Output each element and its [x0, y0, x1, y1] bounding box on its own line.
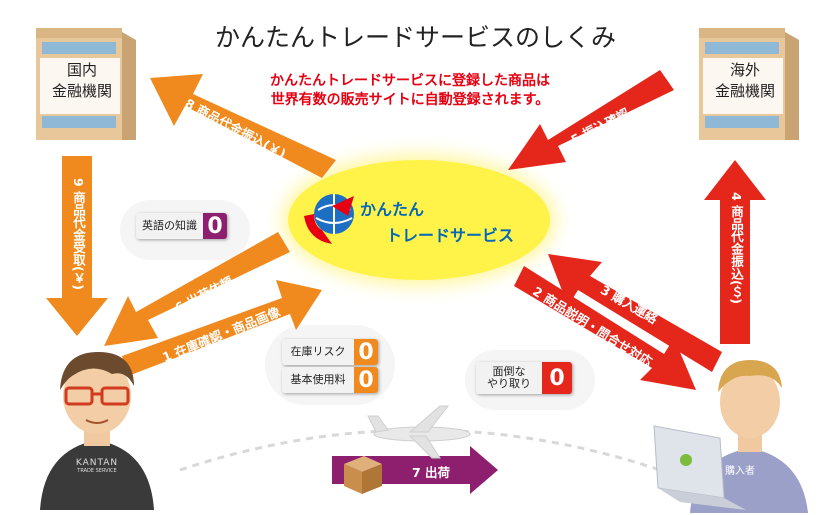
seller-person: [40, 352, 154, 510]
badge-troublesome-exchange: 面倒な やり取り 0: [476, 362, 572, 394]
overseas-bank: 海外 金融機関: [685, 22, 801, 140]
arrow-4-shape: [704, 160, 766, 344]
badge-troublesome-label-1: 面倒な: [492, 365, 526, 378]
arrow-8-shape: [150, 74, 336, 178]
building-icon: [699, 28, 799, 140]
arrow-1-shape: [122, 280, 322, 376]
arrow-7-label: 7 出荷: [412, 465, 451, 480]
seller-shirt-text: KANTAN TRADE SERVICE: [57, 458, 137, 474]
badge-basic-fee: 基本使用料 0: [282, 367, 378, 393]
buyer-shirt-text: 購入者: [725, 466, 755, 477]
airplane-icon: [367, 405, 471, 459]
building-icon: [36, 28, 136, 140]
arrow-5-shape: [508, 70, 674, 170]
buyer-person: [653, 360, 808, 513]
notice-line-2: 世界有数の販売サイトに自動登録されます。: [270, 92, 550, 108]
overseas-bank-label: 海外 金融機関: [695, 60, 795, 102]
badge-english-knowledge: 英語の知識 0: [136, 213, 227, 239]
overseas-bank-line-2: 金融機関: [714, 82, 775, 100]
globe-logo-icon: [304, 194, 354, 244]
logo-text-trade-service: トレードサービス: [386, 226, 515, 245]
arrow-6-shape: [104, 232, 290, 346]
arrow-2-shape: [514, 266, 696, 390]
arrow-9-shape: [46, 156, 108, 336]
arrow-3-shape: [548, 254, 722, 372]
domestic-bank-line-1: 国内: [66, 61, 97, 79]
domestic-bank-line-2: 金融機関: [51, 82, 112, 100]
logo-text-kantan: かんたん: [360, 200, 425, 219]
package-icon: [344, 456, 382, 494]
page-title: かんたんトレードサービスのしくみ: [214, 23, 616, 52]
badge-basic-fee-value: 0: [354, 367, 378, 393]
domestic-bank-label: 国内 金融機関: [32, 60, 132, 102]
registration-notice: かんたんトレードサービスに登録した商品は 世界有数の販売サイトに自動登録されます…: [200, 72, 620, 110]
badge-english-value: 0: [203, 213, 227, 239]
arrow-9-label: 9 商品代金受取(￥): [71, 178, 86, 290]
seller-shirt-line-2: TRADE SERVICE: [77, 468, 117, 474]
badge-basic-fee-label: 基本使用料: [282, 367, 354, 393]
domestic-bank: 国内 金融機関: [22, 22, 138, 140]
overseas-bank-line-1: 海外: [729, 61, 760, 79]
seller-shirt-line-1: KANTAN: [75, 458, 119, 468]
notice-line-1: かんたんトレードサービスに登録した商品は: [270, 73, 550, 89]
flight-path: [179, 428, 661, 472]
badge-troublesome-value: 0: [542, 362, 572, 394]
badge-stock-risk-value: 0: [354, 339, 378, 365]
arrow-4-label: 4 商品代金振込(＄): [729, 192, 744, 304]
badge-stock-risk: 在庫リスク 0: [282, 339, 378, 365]
badge-stock-risk-label: 在庫リスク: [282, 339, 354, 365]
badge-english-label: 英語の知識: [136, 213, 203, 239]
badge-troublesome-label: 面倒な やり取り: [476, 362, 542, 394]
badge-troublesome-label-2: やり取り: [487, 377, 531, 390]
